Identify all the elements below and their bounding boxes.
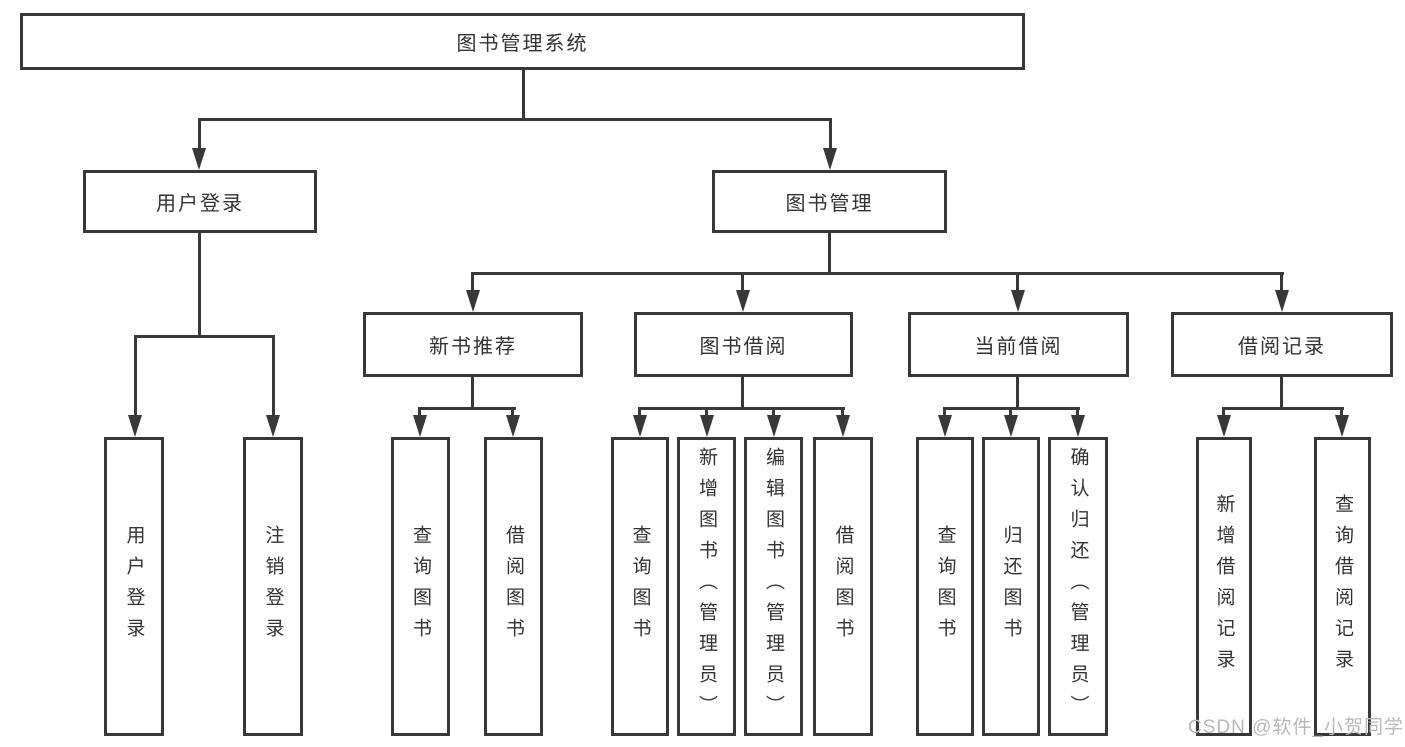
connector-line bbox=[418, 407, 421, 417]
connector-line bbox=[772, 407, 775, 417]
node-leaf-logout: 注销登录 bbox=[243, 437, 303, 736]
node-leaf-borrowing-query-books: 查询图书 bbox=[611, 437, 669, 736]
node-leaf-borrowing-add-books: 新增图书（管理员） bbox=[677, 437, 736, 736]
node-label: 借阅图书 bbox=[503, 524, 524, 649]
arrow-down-icon bbox=[413, 415, 427, 437]
node-leaf-recommend-borrow-books: 借阅图书 bbox=[484, 437, 543, 736]
arrow-down-icon bbox=[1275, 290, 1289, 312]
node-label: 查询图书 bbox=[410, 524, 431, 649]
arrow-down-icon bbox=[633, 415, 647, 437]
arrow-down-icon bbox=[506, 415, 520, 437]
node-label: 借阅图书 bbox=[832, 524, 854, 649]
node-leaf-records-add-record: 新增借阅记录 bbox=[1196, 437, 1252, 736]
csdn-watermark: CSDN @软件_小贺同学 bbox=[1188, 717, 1404, 738]
node-leaf-user-login: 用户登录 bbox=[104, 437, 164, 736]
node-current-borrowing: 当前借阅 bbox=[908, 312, 1129, 377]
connector-line bbox=[471, 377, 474, 407]
arrow-down-icon bbox=[736, 290, 750, 312]
connector-line bbox=[198, 118, 832, 121]
node-label: 新增图书（管理员） bbox=[696, 447, 717, 726]
connector-line bbox=[638, 407, 641, 417]
arrow-down-icon bbox=[1217, 415, 1231, 437]
node-leaf-current-query-books: 查询图书 bbox=[916, 437, 974, 736]
connector-line bbox=[1340, 407, 1343, 417]
connector-line bbox=[741, 272, 744, 292]
connector-line bbox=[841, 407, 844, 417]
connector-line bbox=[828, 233, 831, 272]
connector-line bbox=[522, 70, 525, 118]
arrow-down-icon bbox=[192, 148, 206, 170]
arrow-down-icon bbox=[767, 415, 781, 437]
node-label: 查询借阅记录 bbox=[1332, 493, 1353, 680]
node-label: 借阅记录 bbox=[1238, 336, 1326, 358]
node-label: 确认归还（管理员） bbox=[1067, 447, 1089, 726]
connector-line bbox=[638, 407, 845, 410]
arrow-down-icon bbox=[128, 415, 142, 437]
arrow-down-icon bbox=[938, 415, 952, 437]
node-label: 新增借阅记录 bbox=[1213, 493, 1235, 680]
arrow-down-icon bbox=[836, 415, 850, 437]
connector-line bbox=[1222, 407, 1225, 417]
connector-line bbox=[198, 118, 201, 150]
node-leaf-borrowing-borrow-books: 借阅图书 bbox=[813, 437, 873, 736]
connector-line bbox=[272, 335, 275, 417]
node-book-borrowing: 图书借阅 bbox=[634, 312, 853, 377]
connector-line bbox=[134, 335, 137, 417]
node-leaf-recommend-query-books: 查询图书 bbox=[391, 437, 450, 736]
connector-line bbox=[1009, 407, 1012, 417]
node-leaf-records-query-record: 查询借阅记录 bbox=[1314, 437, 1371, 736]
node-label: 用户登录 bbox=[123, 524, 145, 649]
node-label: 注销登录 bbox=[262, 524, 284, 649]
node-borrowing-records: 借阅记录 bbox=[1171, 312, 1393, 377]
node-leaf-borrowing-edit-books: 编辑图书（管理员） bbox=[744, 437, 803, 736]
node-user-login: 用户登录 bbox=[83, 170, 317, 233]
connector-line bbox=[741, 377, 744, 407]
arrow-down-icon bbox=[466, 290, 480, 312]
arrow-down-icon bbox=[1011, 290, 1025, 312]
connector-line bbox=[1280, 377, 1283, 407]
node-label: 查询图书 bbox=[934, 524, 956, 649]
node-label: 图书借阅 bbox=[699, 336, 788, 358]
node-label: 当前借阅 bbox=[974, 336, 1063, 358]
connector-line bbox=[471, 272, 474, 292]
node-book-management: 图书管理 bbox=[712, 170, 947, 233]
connector-line bbox=[134, 335, 275, 338]
node-label: 图书管理系统 bbox=[456, 33, 589, 55]
connector-line bbox=[829, 118, 832, 150]
connector-line bbox=[418, 407, 516, 410]
node-label: 归还图书 bbox=[1000, 524, 1022, 649]
connector-line bbox=[943, 407, 946, 417]
connector-line bbox=[511, 407, 514, 417]
arrow-down-icon bbox=[700, 415, 714, 437]
node-label: 图书管理 bbox=[785, 193, 874, 215]
connector-line bbox=[198, 233, 201, 335]
node-label: 新书推荐 bbox=[429, 336, 517, 358]
node-library-management-system: 图书管理系统 bbox=[20, 13, 1025, 70]
arrow-down-icon bbox=[1335, 415, 1349, 437]
node-leaf-current-return-books: 归还图书 bbox=[982, 437, 1040, 736]
node-label: 用户登录 bbox=[156, 193, 244, 215]
arrow-down-icon bbox=[823, 148, 837, 170]
node-new-book-recommend: 新书推荐 bbox=[363, 312, 583, 377]
connector-line bbox=[1280, 272, 1283, 292]
node-label: 编辑图书（管理员） bbox=[763, 447, 784, 726]
arrow-down-icon bbox=[1071, 415, 1085, 437]
node-label: 查询图书 bbox=[629, 524, 651, 649]
connector-line bbox=[471, 272, 1284, 275]
connector-line bbox=[705, 407, 708, 417]
connector-line bbox=[1016, 377, 1019, 407]
arrow-down-icon bbox=[266, 415, 280, 437]
connector-line bbox=[1016, 272, 1019, 292]
connector-line bbox=[1222, 407, 1344, 410]
node-leaf-current-confirm-return: 确认归还（管理员） bbox=[1048, 437, 1108, 736]
arrow-down-icon bbox=[1004, 415, 1018, 437]
connector-line bbox=[1076, 407, 1079, 417]
